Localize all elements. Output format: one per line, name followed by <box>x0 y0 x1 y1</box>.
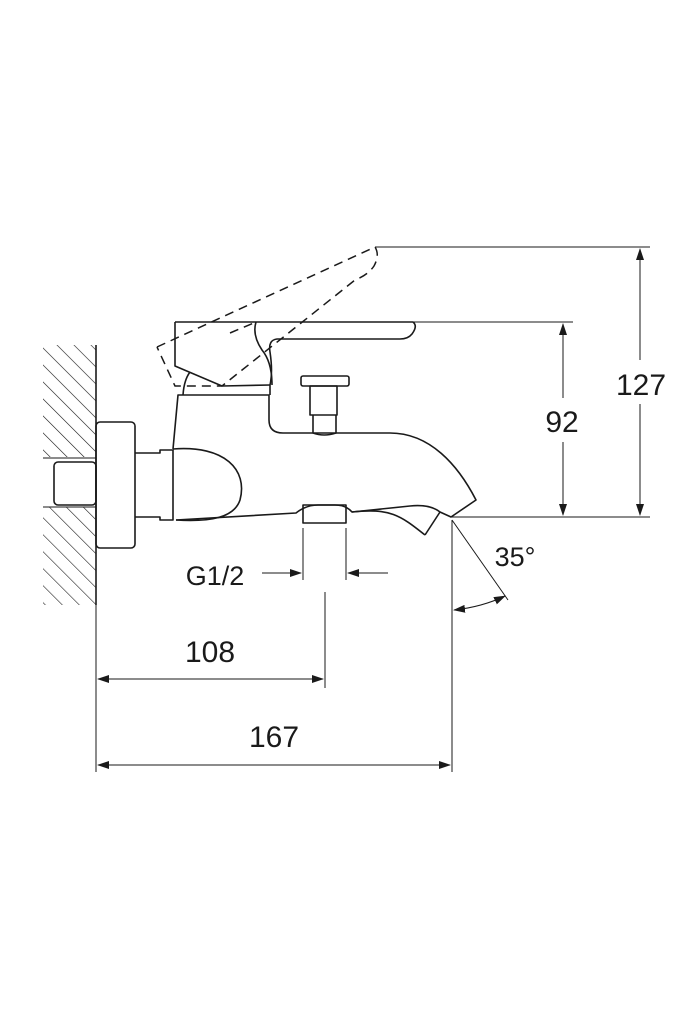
dimension-thread: G1/2 <box>186 528 388 591</box>
faucet-outline <box>53 321 477 549</box>
spout-height-label: 92 <box>545 406 578 439</box>
spout-projection-label: 167 <box>249 721 299 754</box>
spout-angle-label: 35° <box>495 542 536 572</box>
dimension-spout-height: 92 <box>413 321 586 516</box>
lever-raised-position <box>156 246 378 387</box>
dimension-total-height: 127 <box>375 246 667 518</box>
total-height-label: 127 <box>616 369 666 402</box>
wall-hatching <box>43 345 97 605</box>
dimension-outlet-distance: 108 <box>95 592 326 772</box>
dimension-spout-projection: 167 <box>97 520 453 772</box>
thread-label: G1/2 <box>186 561 245 591</box>
outlet-distance-label: 108 <box>185 636 235 669</box>
dimension-spout-angle: 35° <box>451 519 536 613</box>
